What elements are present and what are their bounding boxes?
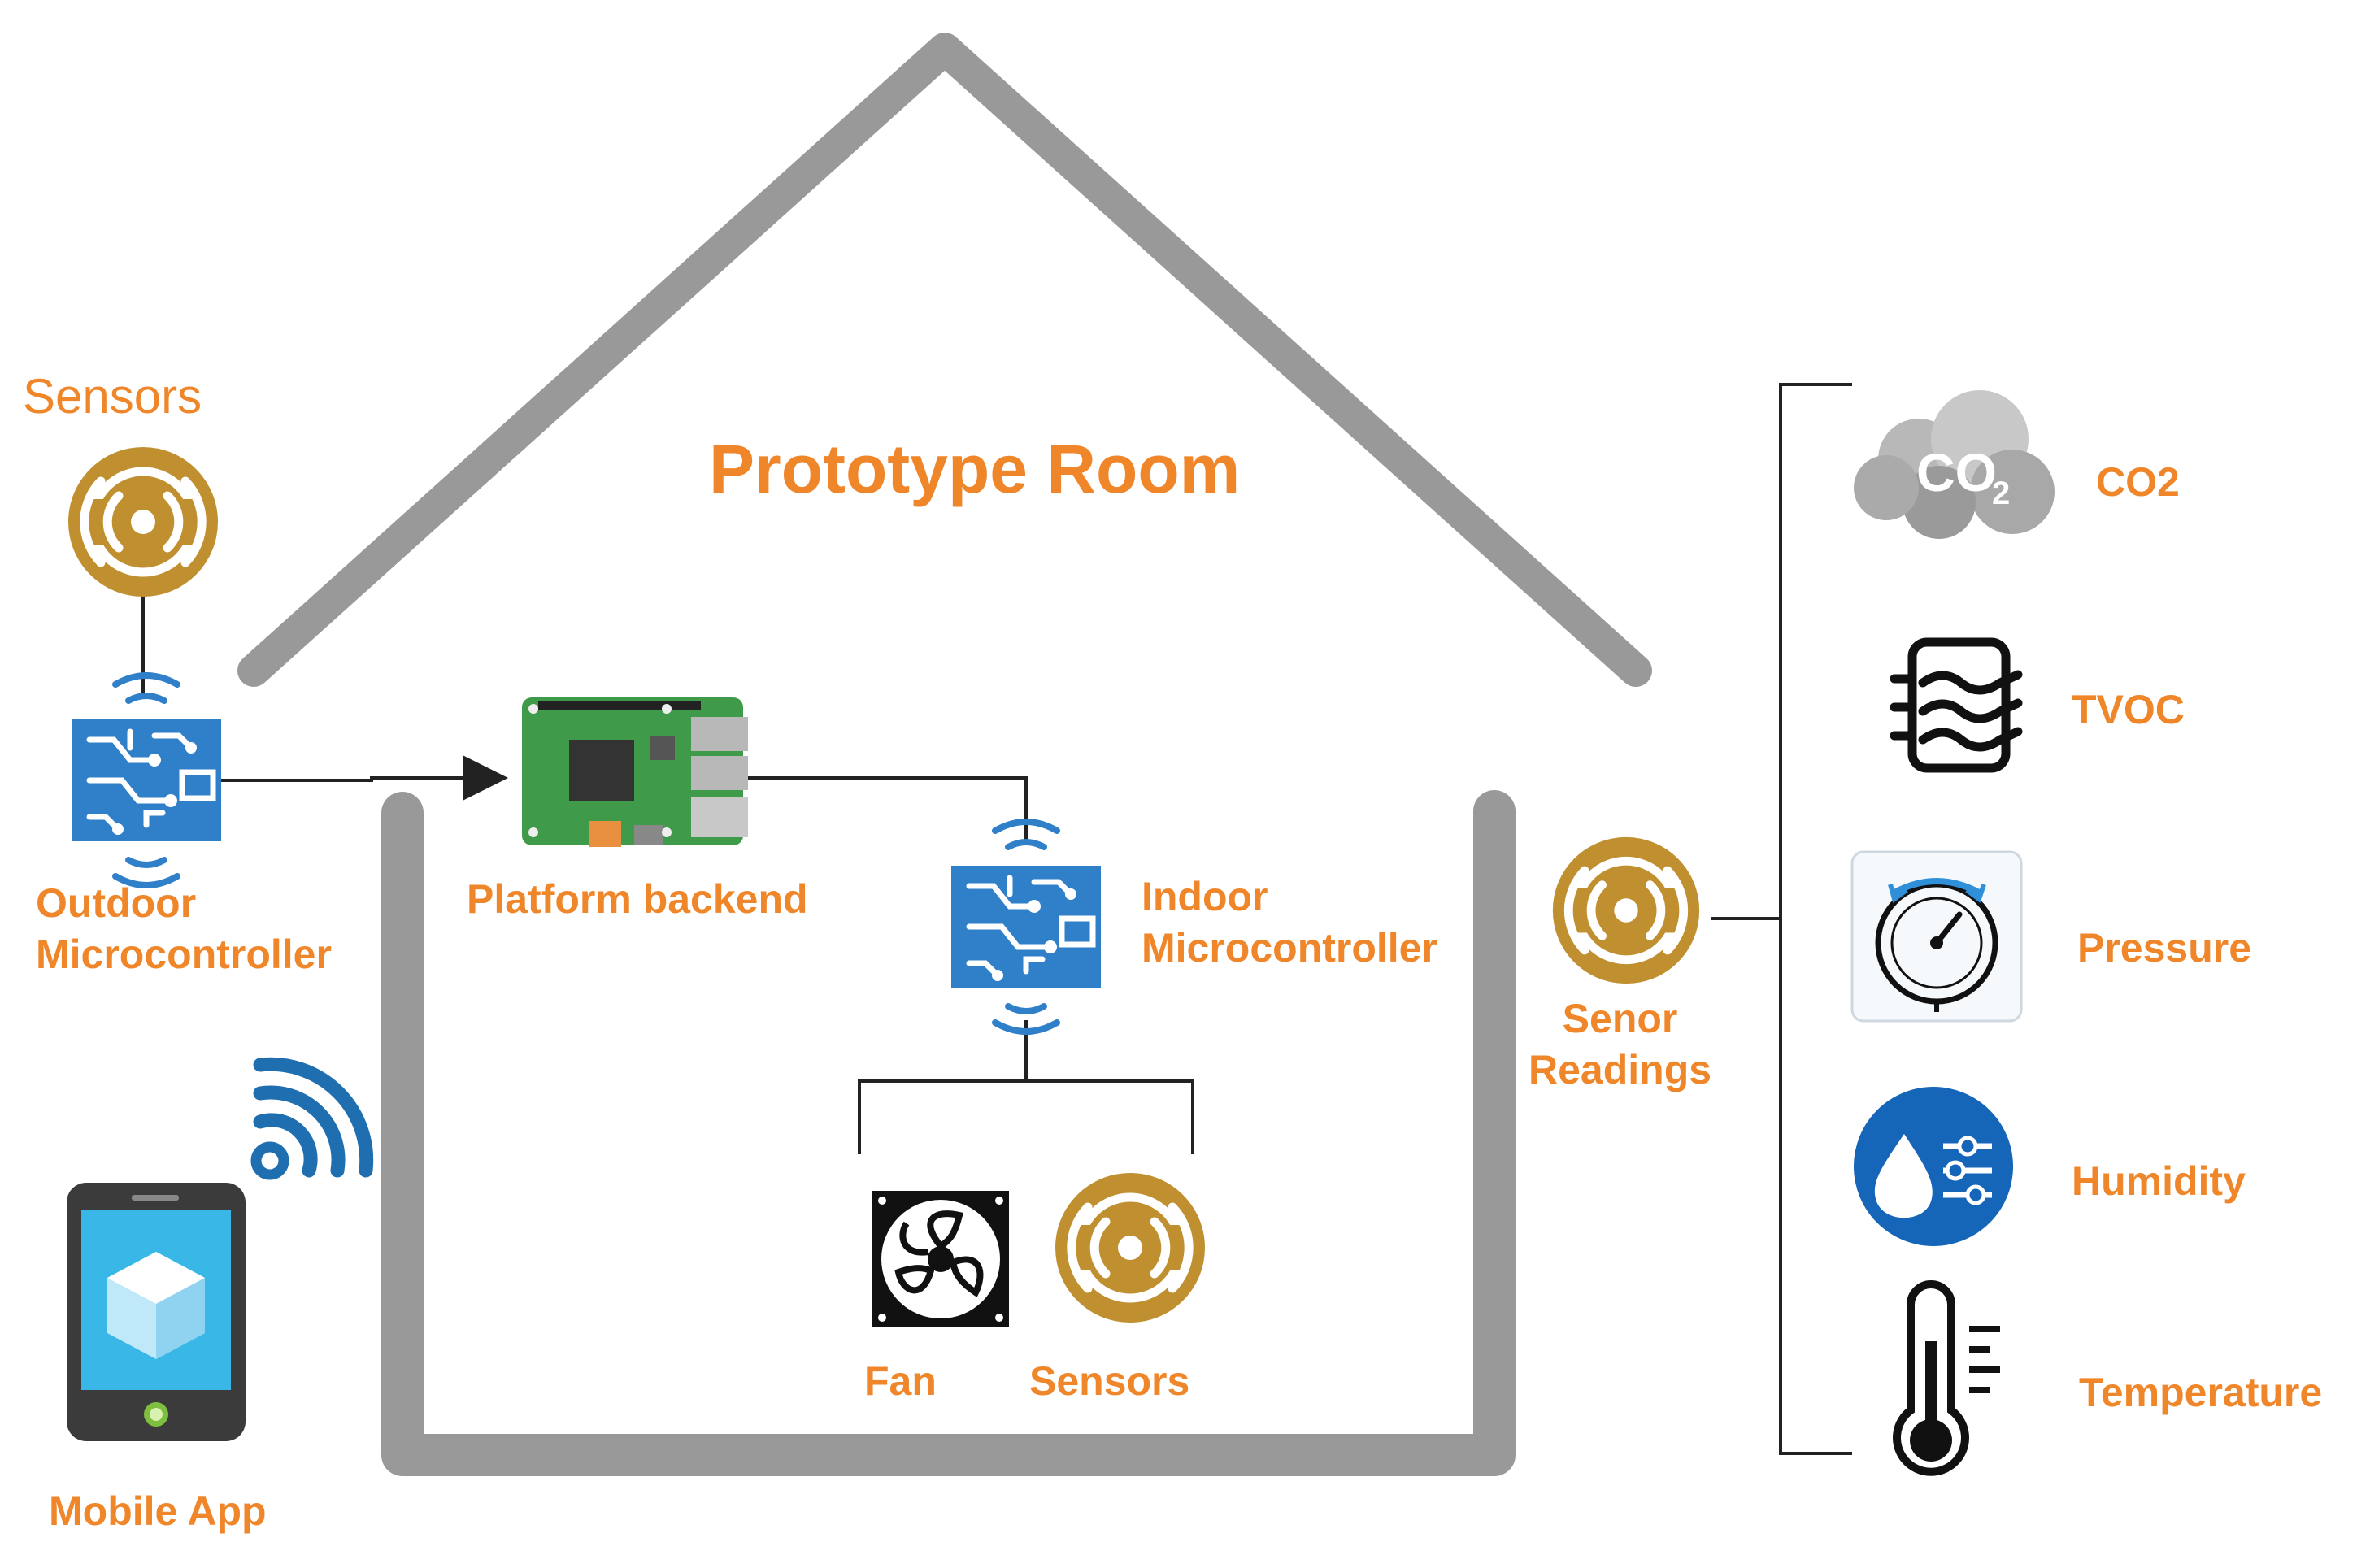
reading-label-pressure: Pressure xyxy=(2077,925,2252,971)
sensor-readings-label-line1: Senor xyxy=(1562,996,1678,1041)
outdoor-mcu-label-line2: Microcontroller xyxy=(36,931,332,977)
reading-label-co2: CO2 xyxy=(2096,459,2180,505)
readings-sensor-icon xyxy=(1553,837,1699,984)
indoor-branch-bracket xyxy=(858,1079,1194,1154)
backend-to-indoor-link xyxy=(746,776,1028,841)
tvoc-icon xyxy=(1890,637,2023,773)
indoor-mcu-label-line1: Indoor xyxy=(1142,874,1268,919)
mobile-phone-icon xyxy=(67,1183,246,1441)
house-walls xyxy=(381,790,1516,1476)
outdoor-to-backend-arrow xyxy=(221,755,508,801)
co2-icon-subscript: 2 xyxy=(1992,476,2010,511)
wifi-icon xyxy=(250,1057,374,1180)
fan-label: Fan xyxy=(864,1358,937,1404)
raspberry-pi-icon xyxy=(522,697,748,847)
reading-label-humidity: Humidity xyxy=(2072,1158,2246,1204)
indoor-sensors-label: Sensors xyxy=(1029,1358,1190,1404)
co2-icon-text: CO xyxy=(1916,442,1997,502)
reading-label-tvoc: TVOC xyxy=(2072,687,2185,732)
fan-icon xyxy=(872,1191,1009,1327)
reading-label-temperature: Temperature xyxy=(2079,1370,2323,1415)
outdoor-microcontroller-icon xyxy=(72,675,221,885)
humidity-icon xyxy=(1854,1087,2013,1246)
sensor-readings-label-line2: Readings xyxy=(1529,1046,1712,1092)
platform-backend-label: Platform backend xyxy=(467,876,808,922)
page-title: Prototype Room xyxy=(709,431,1241,507)
readings-bracket xyxy=(1779,383,1852,1455)
outdoor-mcu-label-line1: Outdoor xyxy=(36,880,197,926)
pressure-gauge-icon xyxy=(1850,850,2023,1023)
outdoor-microcontroller-label: Outdoor Microcontroller xyxy=(36,878,332,979)
thermometer-icon xyxy=(1893,1280,2000,1476)
outdoor-sensors-label: Sensors xyxy=(23,369,202,423)
indoor-microcontroller-label: Indoor Microcontroller xyxy=(1142,871,1437,973)
indoor-microcontroller-icon xyxy=(951,822,1101,1032)
mobile-app-label: Mobile App xyxy=(49,1488,267,1534)
house-roof xyxy=(237,33,1652,687)
indoor-mcu-label-line2: Microcontroller xyxy=(1142,924,1437,971)
outdoor-sensor-icon xyxy=(68,447,218,597)
sensor-readings-label: Senor Readings xyxy=(1529,993,1711,1095)
indoor-sensor-icon xyxy=(1055,1173,1205,1323)
co2-cloud-icon: CO 2 xyxy=(1854,390,2055,539)
